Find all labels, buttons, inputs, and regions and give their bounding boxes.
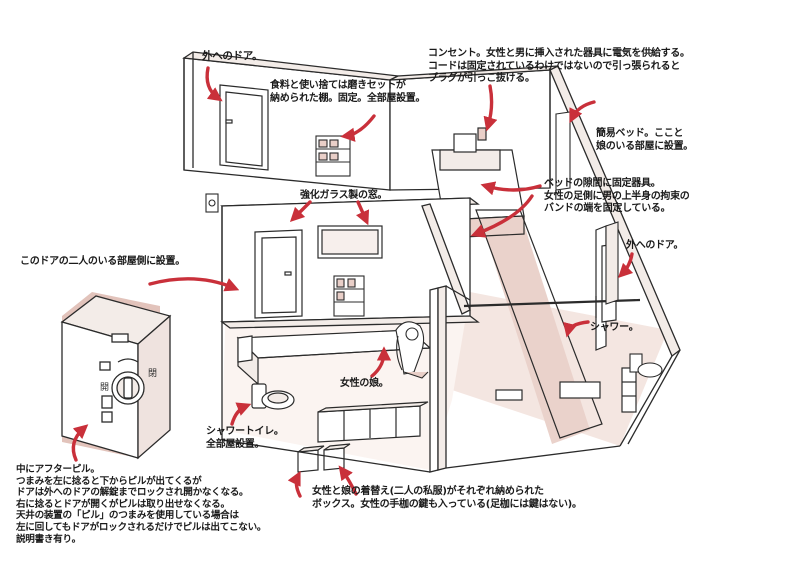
daughter-figure: [395, 321, 429, 379]
glass-window: [317, 225, 383, 259]
arrow-device-desc: [71, 424, 89, 462]
dial-label-close: 閉: [148, 368, 157, 379]
dial-label-open: 開: [100, 382, 109, 393]
arrow-window-left: [289, 200, 312, 223]
label-simple-bed: 簡易ベッド。ここと 娘のいる部屋に設置。: [596, 128, 693, 152]
arrow-shower-toilet: [230, 402, 252, 426]
arrow-back-shelf: [340, 114, 376, 142]
wall-device-small: [205, 193, 219, 213]
arrow-boxes-right: [338, 465, 358, 496]
label-shelf-food: 食料と使い捨ては磨きセットが 納められた棚。固定。全部屋設置。: [270, 80, 426, 104]
left-room-door: [254, 229, 303, 319]
arrow-simple-bed: [569, 100, 596, 124]
pill-dispenser-device: [60, 292, 172, 460]
label-door-this: このドアの二人のいる部屋側に設置。: [20, 256, 185, 267]
shower-toilet: [251, 383, 295, 410]
label-device-desc: 中にアフターピル。 つまみを左に捻ると下からピルが出てくるが ドアは外へのドアの…: [16, 464, 267, 545]
arrow-boxes-left: [287, 470, 302, 498]
clothing-boxes: [297, 443, 351, 473]
back-door: [219, 84, 269, 171]
label-daughter: 女性の娘。: [340, 378, 389, 389]
label-outer-door-top: 外へのドア。: [202, 50, 263, 62]
arrow-bed-fixture-2: [470, 194, 534, 238]
label-boxes: 女性と娘の着替え(二人の私服)がそれぞれ納められた ボックス。女性の手枷の鍵も入…: [312, 486, 582, 510]
label-glass-window: 強化ガラス製の窓。: [300, 190, 388, 201]
label-shower: シャワー。: [590, 322, 639, 333]
center-divider: [421, 203, 471, 473]
label-bed-fixture: ベッドの隙間に固定器具。 女性の足側に男の上半身の拘束の バンドの端を固定してい…: [544, 178, 690, 214]
arrow-shower: [563, 320, 590, 338]
arrow-bed-fixture-1: [480, 181, 542, 196]
arrow-outer-door-right: [617, 252, 634, 279]
front-bench: [317, 401, 429, 443]
arrow-daughter: [370, 346, 392, 378]
label-outer-door-right: 外へのドア。: [626, 240, 684, 251]
annotation-arrows: [71, 66, 634, 498]
label-outlet: コンセント。女性と男に挿入された器具に電気を供給する。 コードは固定されているわ…: [428, 48, 690, 84]
arrow-outlet: [483, 84, 498, 132]
left-room-shelf: [333, 275, 365, 317]
right-front-walls: [221, 349, 681, 473]
right-outer-door: [555, 111, 619, 305]
arrow-window-right: [355, 200, 370, 226]
back-shelf: [315, 135, 351, 177]
arrow-device-door: [148, 277, 240, 292]
arrow-back-door: [205, 66, 223, 102]
right-toilet: [629, 353, 663, 378]
label-shower-toilet: シャワートイレ。 全部屋設置。: [206, 426, 284, 450]
